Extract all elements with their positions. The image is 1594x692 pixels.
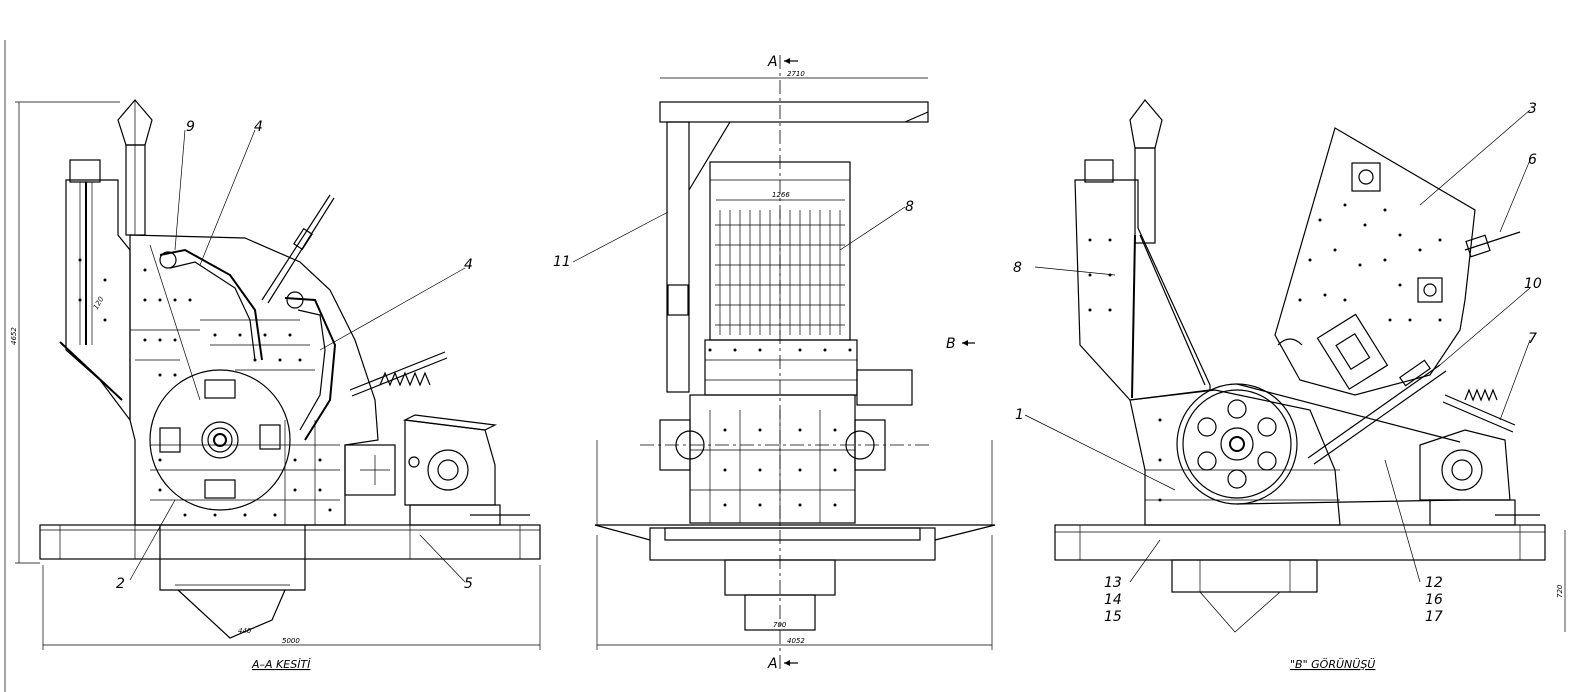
callout-9: 9 xyxy=(186,119,195,135)
section-mark-b: B xyxy=(946,336,956,352)
callout-17: 17 xyxy=(1425,609,1443,625)
callout-12: 12 xyxy=(1425,575,1443,591)
dim-center-outlet: 700 xyxy=(773,621,787,629)
callout-14: 14 xyxy=(1104,592,1122,608)
dim-center-inner: 1266 xyxy=(772,191,790,199)
dim-left-height: 4652 xyxy=(10,327,18,345)
dim-center-top: 2710 xyxy=(787,70,805,78)
callout-1: 1 xyxy=(1015,407,1024,423)
section-mark-a-bottom: A xyxy=(767,656,778,672)
callout-15: 15 xyxy=(1104,609,1122,625)
callout-10: 10 xyxy=(1524,276,1542,292)
callout-8-center: 8 xyxy=(905,199,914,215)
chain-curtain-grid xyxy=(715,210,845,335)
view-title-a-a: A–A KESİTİ xyxy=(251,658,311,671)
dim-left-width: 5000 xyxy=(282,637,300,645)
callout-3: 3 xyxy=(1528,101,1537,117)
center-bolt-pattern xyxy=(708,348,852,507)
callout-11: 11 xyxy=(553,254,571,270)
callout-13: 13 xyxy=(1104,575,1122,591)
view-title-b: "B" GÖRÜNÜŞÜ xyxy=(1290,658,1375,671)
callout-5: 5 xyxy=(464,576,473,592)
right-upper-bolt-pattern xyxy=(1088,203,1442,502)
callout-8-right: 8 xyxy=(1013,260,1022,276)
callout-4-right: 4 xyxy=(464,257,473,273)
section-mark-a-top: A xyxy=(767,54,778,70)
left-bolt-pattern xyxy=(78,258,332,517)
right-view-b xyxy=(1054,99,1566,633)
callout-2: 2 xyxy=(116,576,125,592)
callout-4-upper: 4 xyxy=(254,119,263,135)
callout-6: 6 xyxy=(1528,152,1537,168)
leader-lines xyxy=(129,109,1531,583)
dim-center-bottom: 4052 xyxy=(787,637,805,645)
left-view-section-a-a xyxy=(15,99,541,650)
dim-left-angle: 120 xyxy=(92,295,106,311)
center-view xyxy=(594,55,996,670)
dim-right-height: 720 xyxy=(1556,584,1564,598)
dim-left-hopper: 440 xyxy=(238,627,252,635)
callout-7: 7 xyxy=(1528,331,1537,347)
callout-16: 16 xyxy=(1425,592,1443,608)
